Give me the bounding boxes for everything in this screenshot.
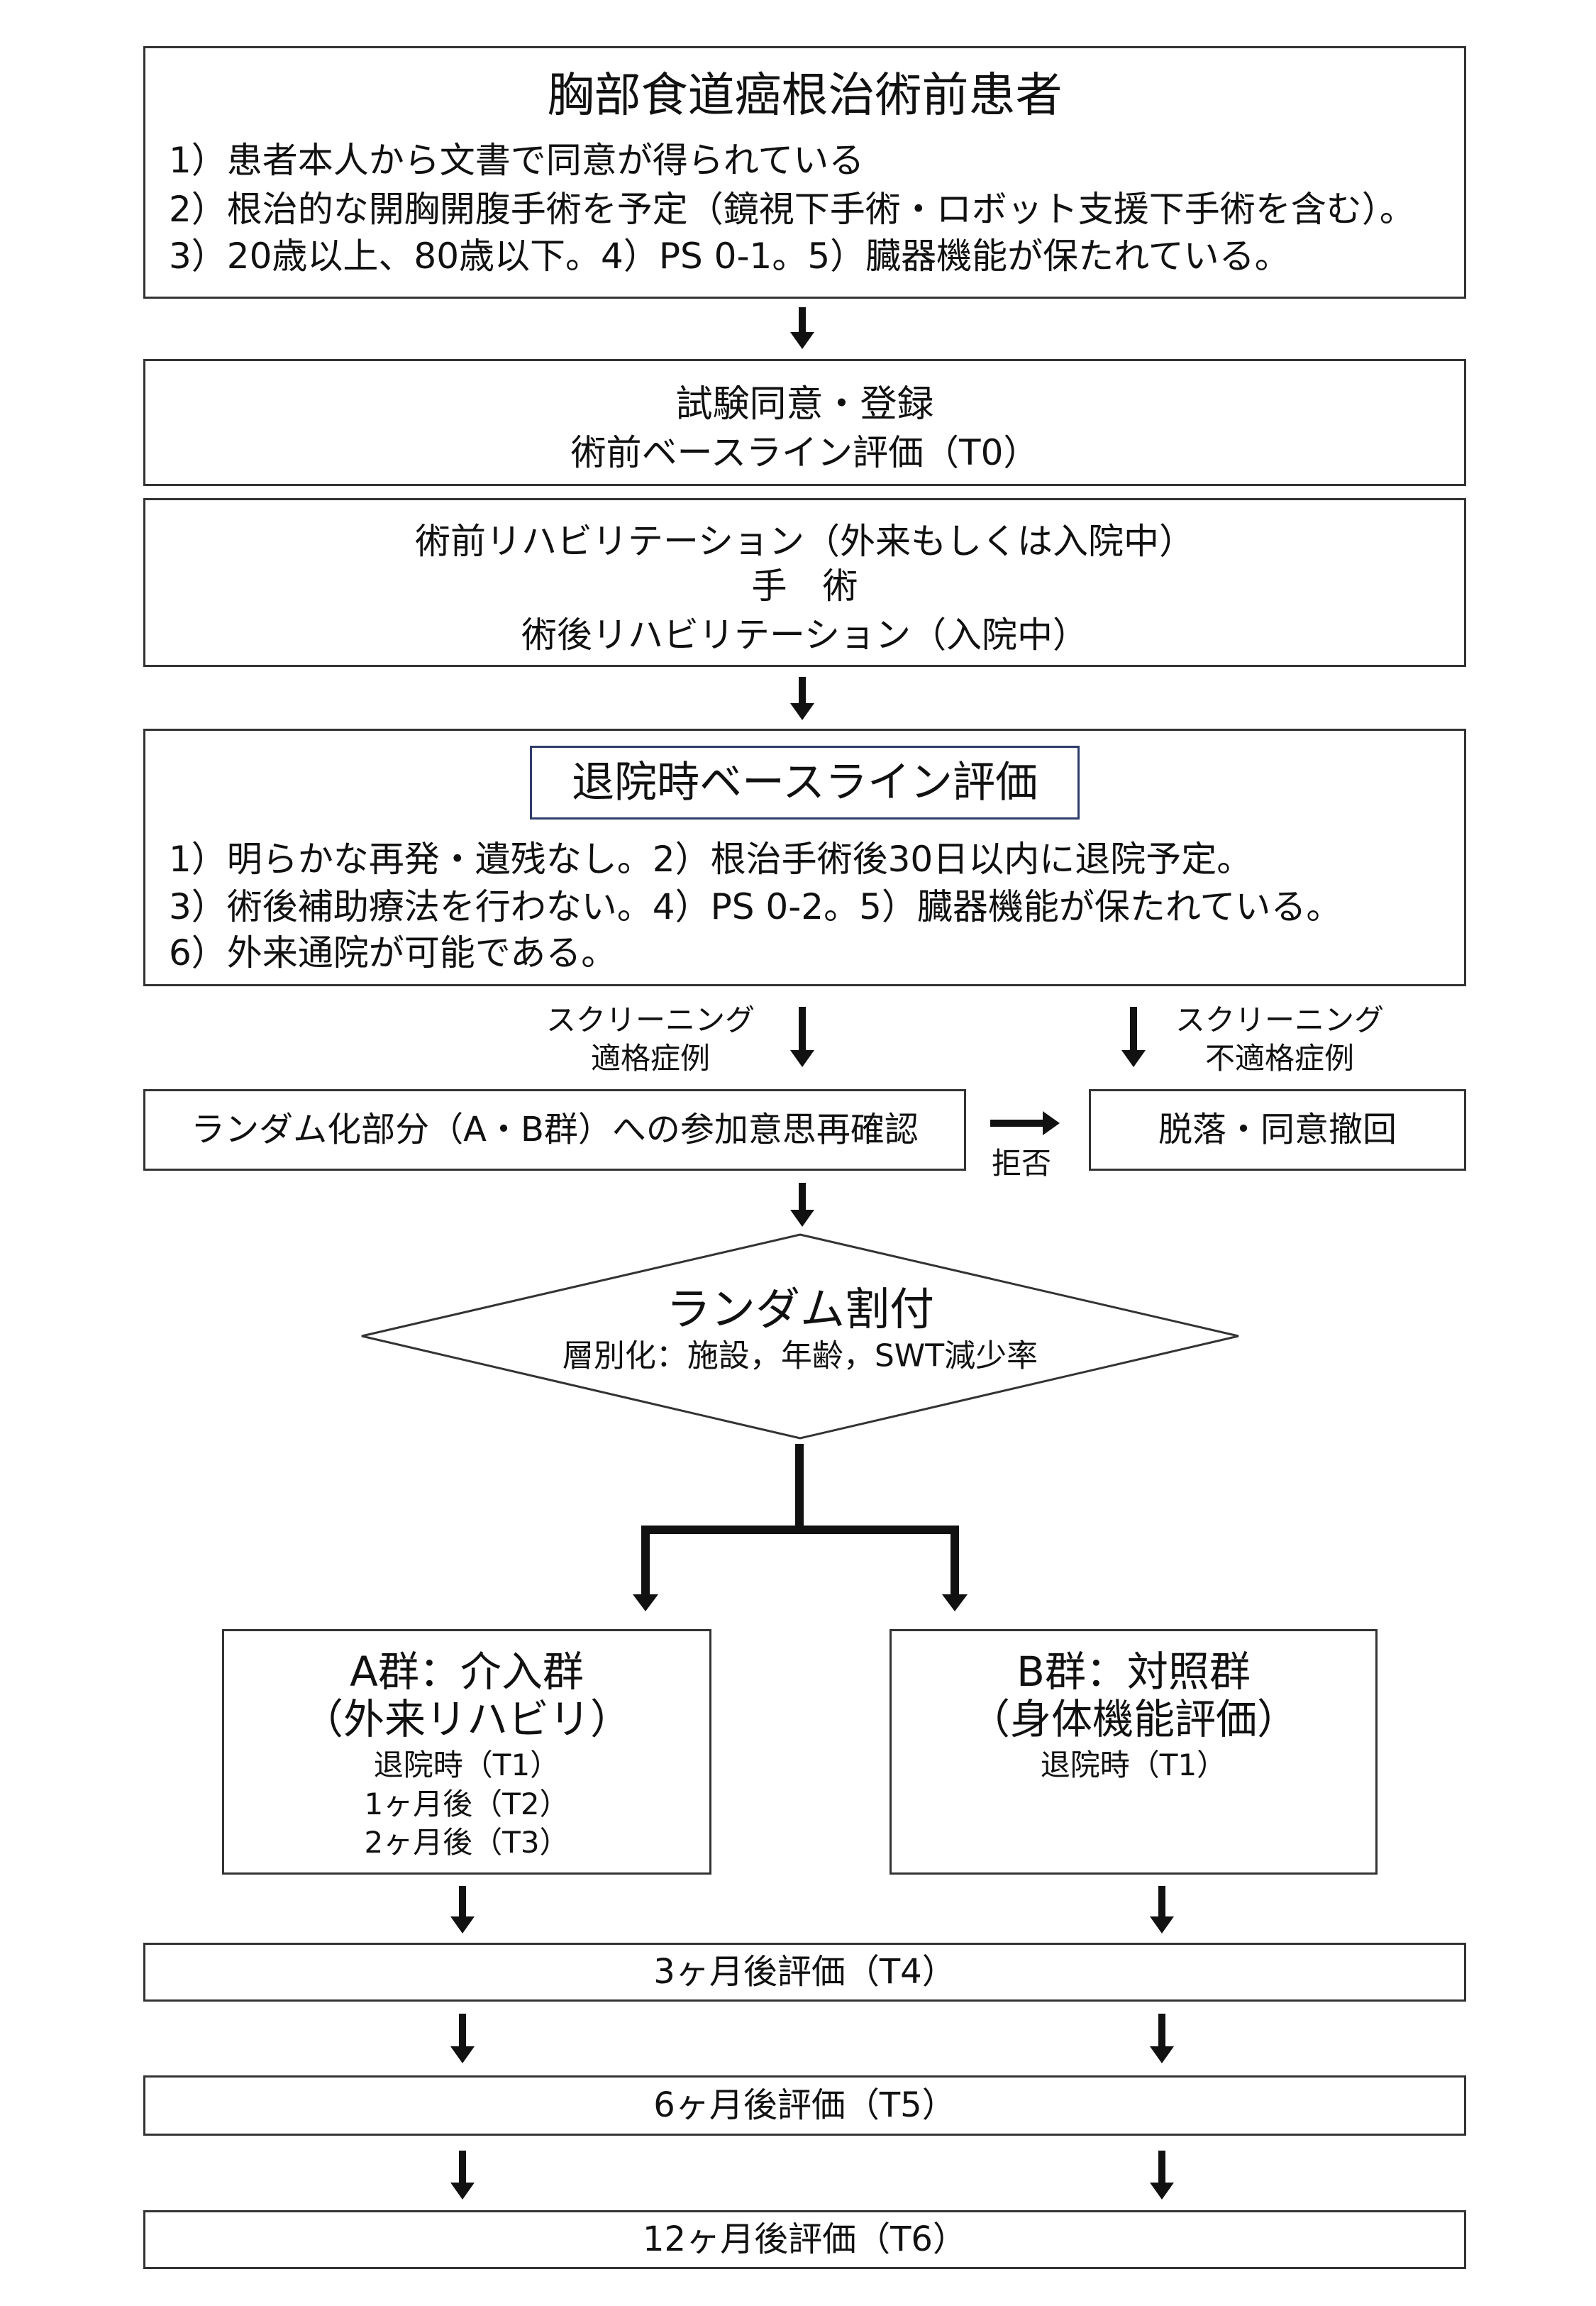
arrow-t4-to-t5-b [1150,2014,1174,2063]
followup-t4-box: 3ヶ月後評価（T4） [143,1943,1466,2002]
preop-rehab-label: 術前リハビリテーション（外来もしくは入院中） [415,521,1195,562]
followup-t6-box: 12ヶ月後評価（T6） [143,2210,1466,2269]
arrow-eligibility-to-registration [790,307,814,349]
group-a-box: A群：介入群 （外来リハビリ） 退院時（T1） 1ヶ月後（T2） 2ヶ月後（T3… [222,1629,711,1875]
reconfirm-label: ランダム化部分（A・B群）への参加意思再確認 [191,1110,919,1150]
surgery-label: 手 術 [751,566,858,607]
discharge-box: 退院時ベースライン評価 1）明らかな再発・遺残なし。2）根治手術後30日以内に退… [143,729,1466,986]
discharge-title-frame: 退院時ベースライン評価 [530,746,1080,820]
group-b-title: B群：対照群 [1016,1648,1251,1697]
followup-t6-label: 12ヶ月後評価（T6） [643,2219,967,2260]
discharge-title: 退院時ベースライン評価 [572,758,1038,807]
registration-box: 試験同意・登録 術前ベースライン評価（T0） [143,359,1466,486]
discharge-criterion: 3）術後補助療法を行わない。4）PS 0-2。5）臓器機能が保たれている。 [169,886,1342,927]
arrow-group-a-to-t4 [450,1886,475,1933]
followup-t4-label: 3ヶ月後評価（T4） [653,1952,956,1992]
arrow-to-group-b [942,1526,968,1611]
discharge-criterion: 6）外来通院が可能である。 [169,932,617,973]
arrow-reconfirm-to-randomization [790,1183,814,1227]
group-a-timepoint: 2ヶ月後（T3） [364,1824,570,1860]
baseline-t0-label: 術前ベースライン評価（T0） [570,432,1039,473]
group-b-timepoint: 退院時（T1） [1040,1747,1227,1782]
screening-ineligible-label-2: 不適格症例 [1204,1040,1354,1076]
group-a-timepoint: 1ヶ月後（T2） [364,1786,570,1821]
arrow-rehabilitation-to-discharge [790,677,814,720]
eligibility-criterion: 3）20歳以上、80歳以下。4）PS 0-1。5）臓器機能が保たれている。 [169,236,1290,277]
eligibility-criterion: 2）根治的な開胸開腹手術を予定（鏡視下手術・ロボット支援下手術を含む）。 [169,189,1415,230]
withdrawal-box: 脱落・同意撤回 [1089,1089,1466,1171]
registration-label: 試験同意・登録 [675,382,934,426]
screening-ineligible-label-1: スクリーニング [1175,1002,1384,1037]
group-a-title: A群：介入群 [350,1648,584,1697]
screening-eligible-label-2: 適格症例 [590,1040,710,1076]
group-a-subtitle: （外来リハビリ） [301,1695,631,1744]
group-b-box: B群：対照群 （身体機能評価） 退院時（T1） [890,1629,1378,1875]
screening-eligible-label-1: スクリーニング [545,1002,755,1037]
reconfirm-box: ランダム化部分（A・B群）への参加意思再確認 [143,1089,966,1171]
refusal-label: 拒否 [991,1145,1051,1181]
arrow-group-b-to-t4 [1150,1886,1174,1933]
arrow-t5-to-t6-b [1150,2151,1174,2200]
arrow-screening-eligible [790,1007,814,1067]
eligibility-title: 胸部食道癌根治術前患者 [547,67,1063,123]
stratification-label: 層別化：施設，年齢，SWT減少率 [562,1337,1038,1374]
randomization-diamond [361,1233,1239,1440]
arrow-refusal [990,1111,1060,1135]
group-b-subtitle: （身体機能評価） [968,1695,1298,1744]
withdrawal-label: 脱落・同意撤回 [1158,1110,1397,1150]
arrow-to-group-a [633,1526,658,1611]
arrow-screening-ineligible [1121,1007,1146,1067]
followup-t5-label: 6ヶ月後評価（T5） [653,2085,956,2126]
postop-rehab-label: 術後リハビリテーション（入院中） [521,614,1088,656]
discharge-criterion: 1）明らかな再発・遺残なし。2）根治手術後30日以内に退院予定。 [169,839,1253,880]
group-a-timepoint: 退院時（T1） [373,1747,560,1782]
arrow-t5-to-t6-a [450,2151,475,2200]
followup-t5-box: 6ヶ月後評価（T5） [143,2075,1466,2136]
split-connector [641,1444,959,1534]
eligibility-criterion: 1）患者本人から文書で同意が得られている [169,140,865,181]
randomization-title: ランダム割付 [666,1284,934,1336]
arrow-t4-to-t5-a [450,2014,475,2063]
rehabilitation-box: 術前リハビリテーション（外来もしくは入院中） 手 術 術後リハビリテーション（入… [143,498,1466,667]
eligibility-box: 胸部食道癌根治術前患者 1）患者本人から文書で同意が得られている 2）根治的な開… [143,46,1466,299]
